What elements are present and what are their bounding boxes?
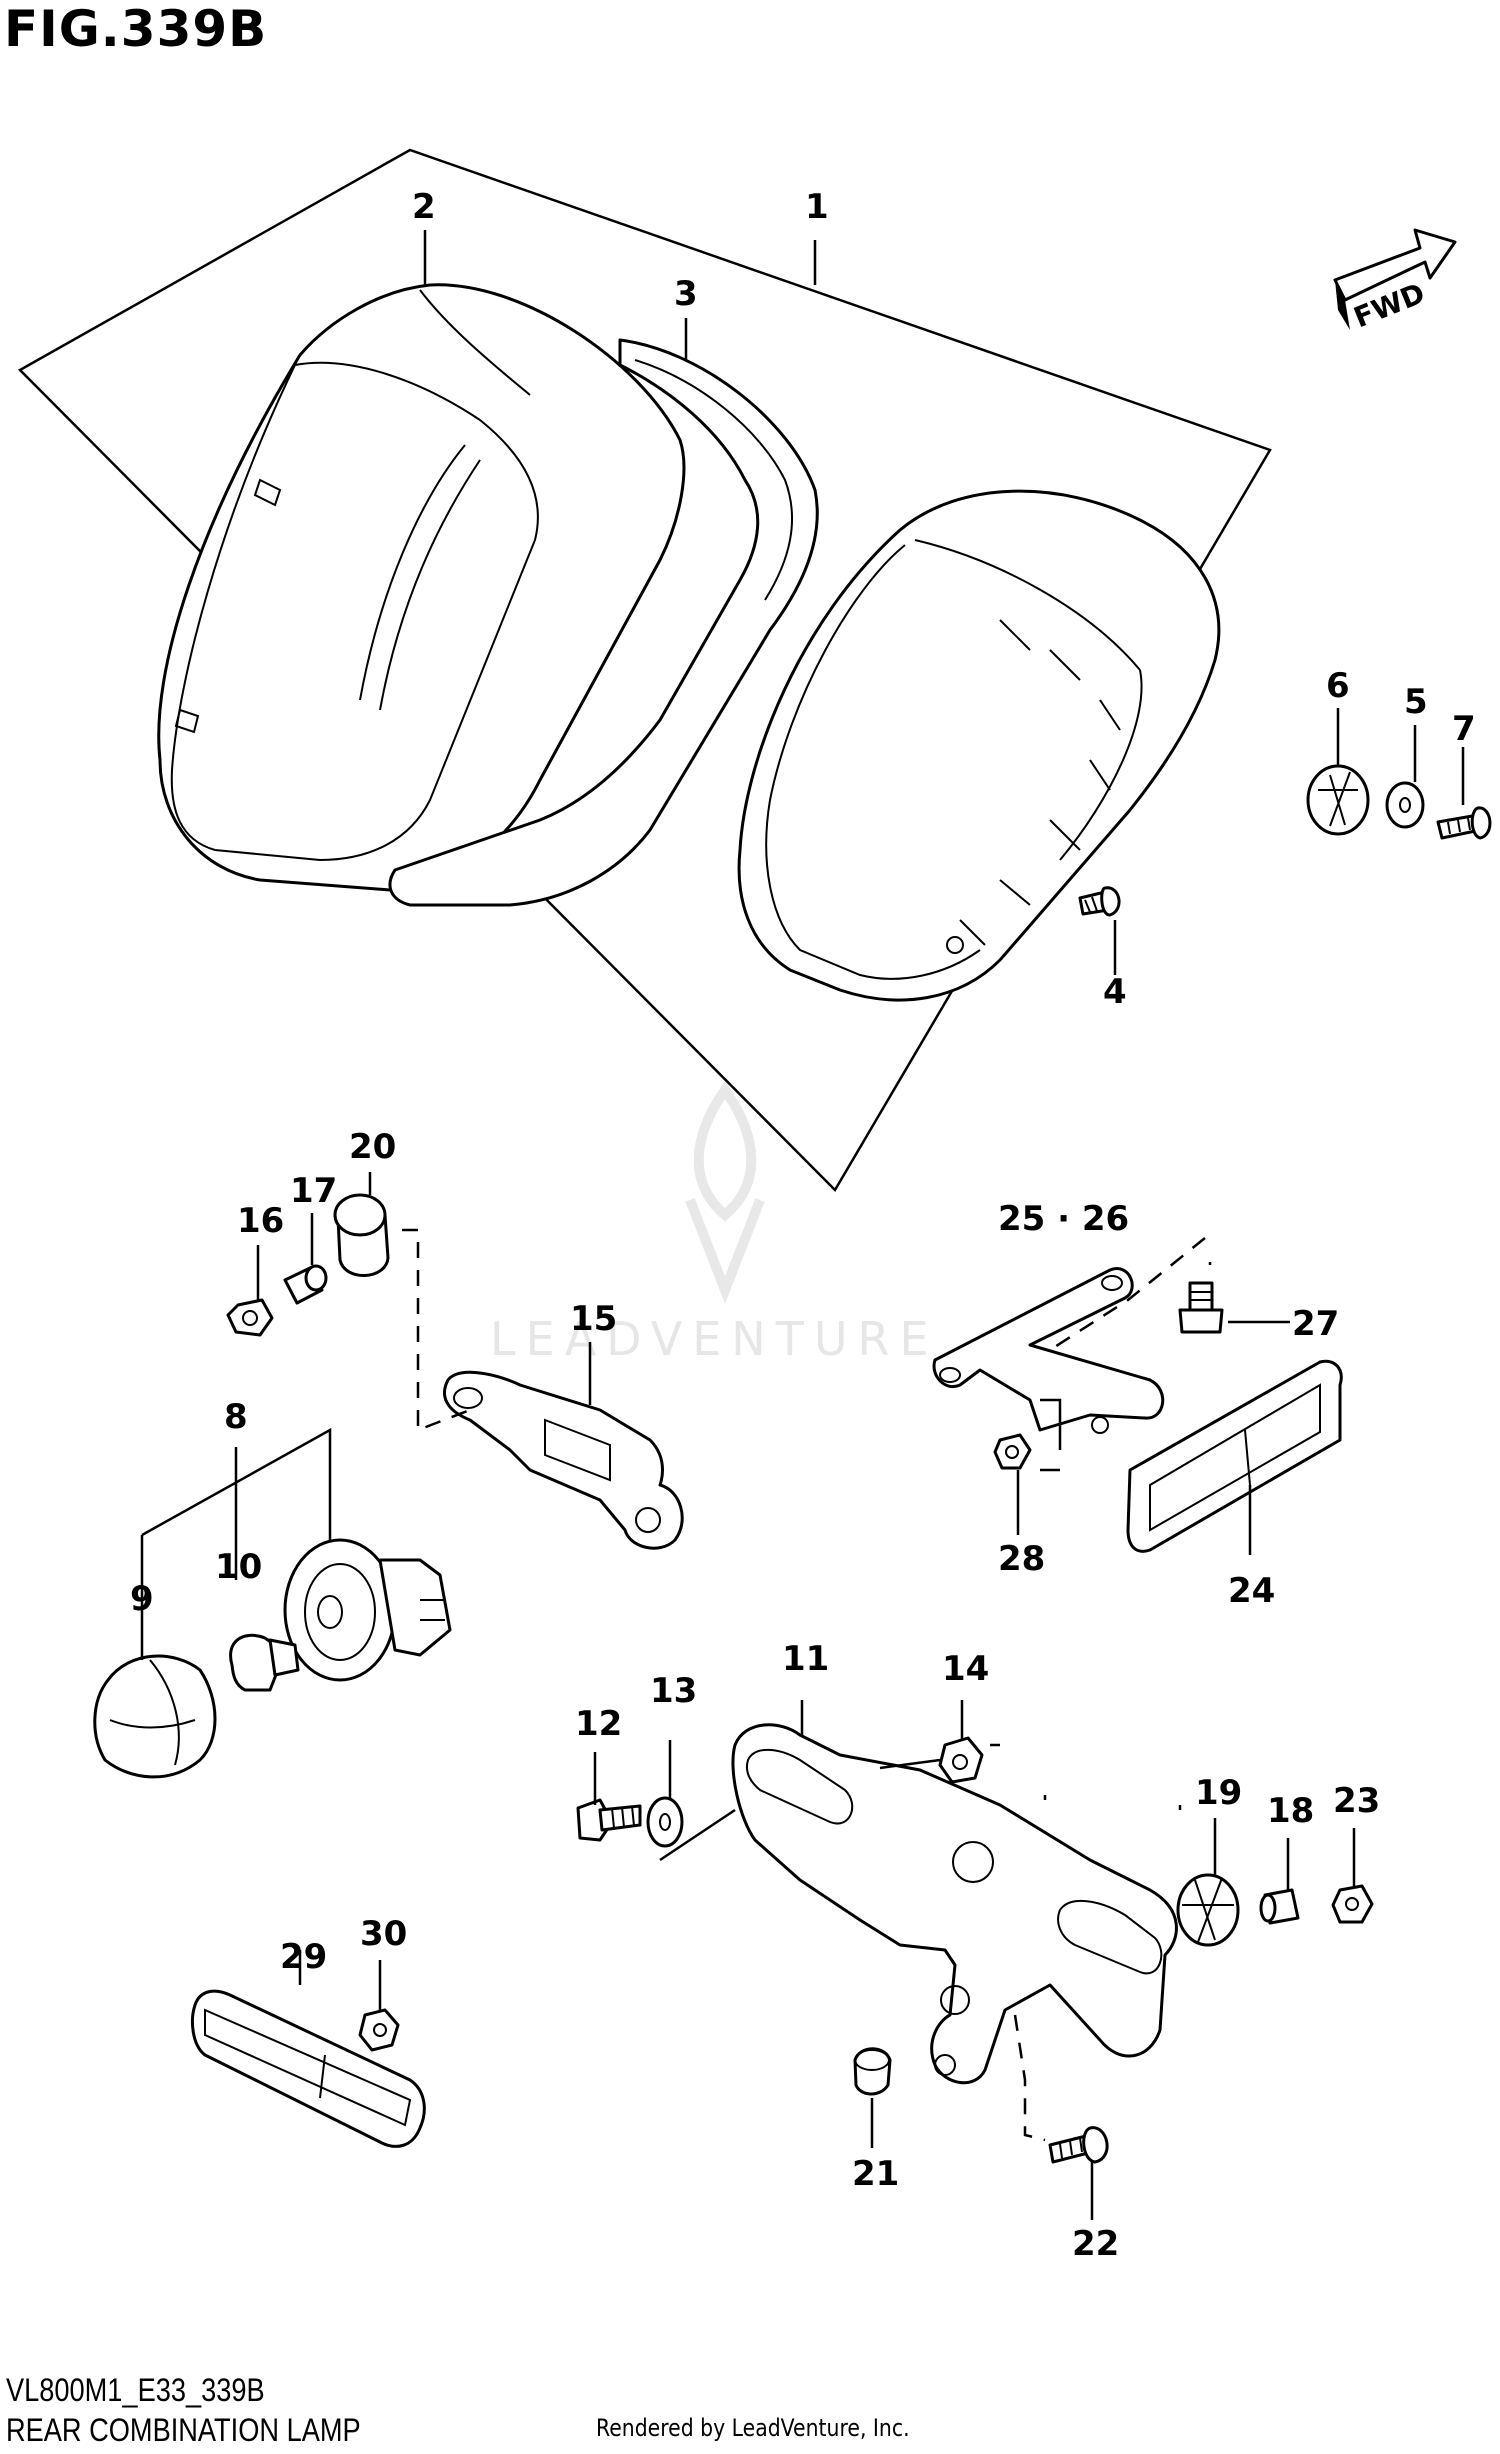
figure-title: FIG.339B — [4, 0, 268, 58]
part-14-nut[interactable] — [938, 1736, 984, 1784]
callout-7: 7 — [1452, 709, 1476, 749]
callout-20: 20 — [349, 1127, 396, 1167]
render-credit: Rendered by LeadVenture, Inc. — [596, 2414, 910, 2442]
callout-18: 18 — [1267, 1791, 1314, 1831]
part-24-reflector[interactable] — [1126, 1359, 1343, 1553]
assembly-box — [17, 148, 1272, 1193]
fwd-arrow-icon: FWD — [1333, 228, 1457, 334]
callout-21: 21 — [852, 2154, 899, 2194]
diagram-name: REAR COMBINATION LAMP — [6, 2412, 361, 2448]
watermark: LEADVENTURE — [490, 1312, 939, 1366]
part-11-main-bracket[interactable] — [731, 1723, 1178, 2085]
callout-22: 22 — [1072, 2224, 1119, 2264]
part-19-grommet[interactable] — [1176, 1873, 1240, 1947]
callout-25-26: 25 · 26 — [998, 1199, 1129, 1239]
part-3-gasket[interactable] — [388, 338, 819, 907]
callout-16: 16 — [237, 1201, 284, 1241]
part-6-grommet[interactable] — [1306, 764, 1370, 836]
part-5-washer[interactable] — [1385, 781, 1425, 829]
part-8-socket[interactable] — [283, 1538, 452, 1682]
part-27-bolt[interactable] — [1178, 1281, 1224, 1334]
part-16-nut[interactable] — [226, 1298, 274, 1337]
part-2-lens-frame[interactable] — [157, 283, 686, 892]
leader-lines — [140, 230, 1465, 2220]
part-15-bracket[interactable] — [443, 1370, 684, 1550]
callout-23: 23 — [1333, 1781, 1380, 1821]
part-29-reflector[interactable] — [191, 1989, 426, 2148]
part-23-nut[interactable] — [1331, 1884, 1374, 1924]
callout-11: 11 — [782, 1639, 829, 1679]
callout-10: 10 — [215, 1547, 262, 1587]
callout-6: 6 — [1326, 666, 1350, 706]
diagram-code: VL800M1_E33_339B — [6, 2372, 265, 2408]
part-22-bolt[interactable] — [1048, 2126, 1109, 2164]
callout-29: 29 — [280, 1937, 327, 1977]
part-12-bolt[interactable] — [576, 1798, 642, 1842]
callout-28: 28 — [998, 1539, 1045, 1579]
callout-3: 3 — [674, 274, 698, 314]
callout-19: 19 — [1195, 1773, 1242, 1813]
part-28-nut[interactable] — [993, 1433, 1032, 1470]
part-7-screw[interactable] — [1436, 806, 1492, 840]
part-21-collar[interactable] — [853, 2047, 892, 2096]
part-9-lens[interactable] — [93, 1654, 217, 1779]
part-25-26-bracket[interactable] — [932, 1267, 1165, 1434]
part-1-lamp-housing[interactable] — [737, 489, 1221, 1002]
part-20-grommet[interactable] — [333, 1193, 390, 1277]
part-13-washer[interactable] — [646, 1796, 684, 1848]
callout-4: 4 — [1103, 972, 1127, 1012]
part-30-nut[interactable] — [358, 2008, 400, 2052]
part-17-collar[interactable] — [283, 1264, 328, 1305]
callout-1: 1 — [805, 187, 829, 227]
callout-12: 12 — [575, 1704, 622, 1744]
part-10-bulb[interactable] — [229, 1633, 300, 1692]
callout-27: 27 — [1292, 1304, 1339, 1344]
watermark-logo — [685, 1081, 765, 1304]
callout-9: 9 — [130, 1579, 154, 1619]
callout-24: 24 — [1228, 1571, 1275, 1611]
callout-5: 5 — [1404, 682, 1428, 722]
part-18-collar[interactable] — [1259, 1888, 1300, 1925]
callout-13: 13 — [650, 1671, 697, 1711]
callout-labels: 1 2 3 4 5 6 7 8 9 10 11 12 13 14 15 16 1… — [130, 187, 1476, 2264]
callout-14: 14 — [942, 1649, 989, 1689]
callout-30: 30 — [360, 1914, 407, 1954]
callout-17: 17 — [290, 1171, 337, 1211]
callout-15: 15 — [570, 1299, 617, 1339]
callout-2: 2 — [412, 187, 436, 227]
part-4-screw[interactable] — [1078, 886, 1121, 917]
callout-8: 8 — [224, 1397, 248, 1437]
